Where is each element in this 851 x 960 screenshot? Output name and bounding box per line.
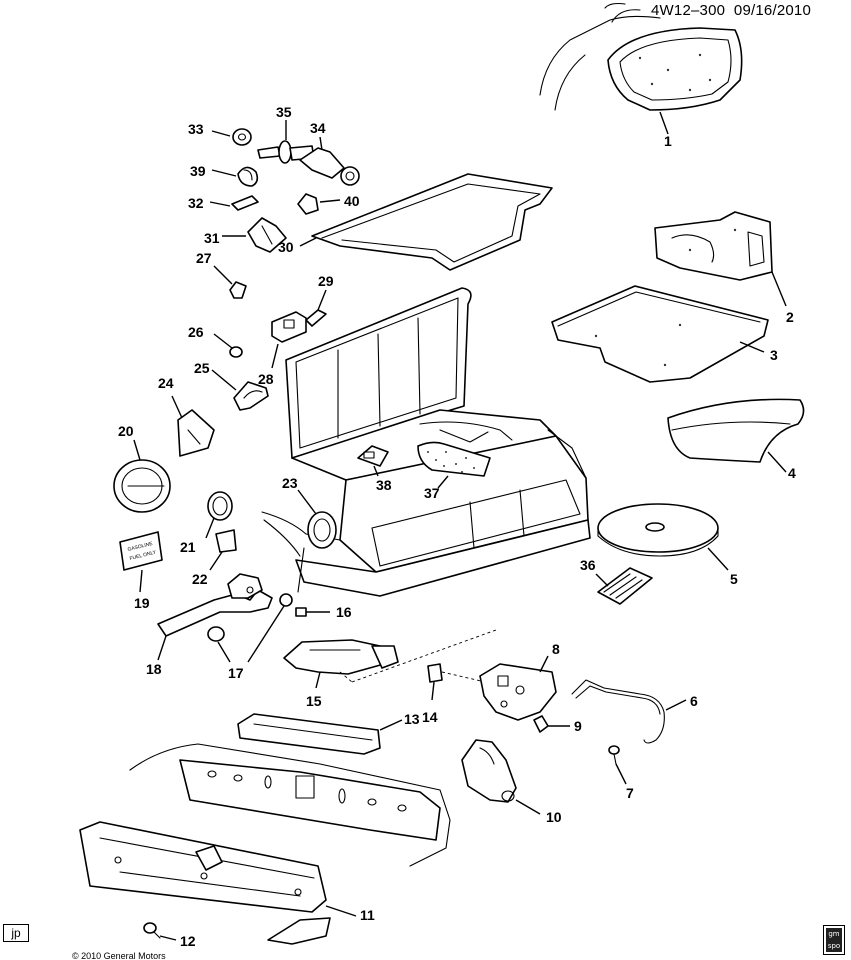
part-11-impact-bar bbox=[79, 821, 357, 945]
callout-11: 11 bbox=[360, 907, 375, 923]
gm-spo-logo-icon: gm spo bbox=[823, 925, 845, 955]
callout-22: 22 bbox=[192, 571, 208, 587]
part-1-trunk-trim bbox=[539, 2, 743, 135]
part-6-cable bbox=[571, 679, 687, 744]
callout-labels: 1 2 3 4 5 6 7 8 9 10 11 12 13 14 15 16 1… bbox=[118, 104, 796, 949]
callout-21: 21 bbox=[180, 539, 196, 555]
callout-38: 38 bbox=[376, 477, 392, 493]
callout-27: 27 bbox=[196, 250, 212, 266]
part-24-bracket bbox=[171, 395, 215, 457]
part-3-trunk-mat bbox=[551, 285, 769, 383]
callout-12: 12 bbox=[180, 933, 196, 949]
part-19-label: GASOLINE FUEL ONLY bbox=[119, 531, 163, 593]
callout-29: 29 bbox=[318, 273, 334, 289]
part-35-lock-cylinder bbox=[257, 120, 315, 164]
callout-32: 32 bbox=[188, 195, 204, 211]
part-34-lock-housing bbox=[299, 136, 360, 186]
diagram-date: 09/16/2010 bbox=[733, 2, 811, 19]
part-9-bolt bbox=[533, 715, 570, 733]
callout-14: 14 bbox=[422, 709, 438, 725]
diagram-code: 4W12–300 bbox=[651, 2, 726, 19]
callout-28: 28 bbox=[258, 371, 274, 387]
callout-40: 40 bbox=[344, 193, 360, 209]
part-29-bolt bbox=[305, 289, 327, 327]
part-39-clip bbox=[211, 166, 259, 187]
callout-7: 7 bbox=[626, 785, 634, 801]
callout-9: 9 bbox=[574, 718, 582, 734]
callout-10: 10 bbox=[546, 809, 562, 825]
callout-4: 4 bbox=[788, 465, 796, 481]
part-40-retainer bbox=[297, 193, 341, 215]
callout-35: 35 bbox=[276, 104, 292, 120]
callout-19: 19 bbox=[134, 595, 150, 611]
callout-1: 1 bbox=[664, 133, 672, 149]
part-7-bolt bbox=[608, 745, 627, 785]
part-17-nuts bbox=[207, 593, 293, 663]
callout-37: 37 bbox=[424, 485, 440, 501]
callout-13: 13 bbox=[404, 711, 420, 727]
callout-36: 36 bbox=[580, 557, 596, 573]
callout-23: 23 bbox=[282, 475, 298, 491]
callout-3: 3 bbox=[770, 347, 778, 363]
part-26-nut bbox=[213, 333, 243, 358]
part-18-hinge-arm bbox=[157, 573, 273, 661]
callout-5: 5 bbox=[730, 571, 738, 587]
rear-end-panel bbox=[129, 743, 451, 867]
part-31-bracket bbox=[222, 217, 287, 253]
part-30-weatherstrip bbox=[299, 173, 553, 271]
part-20-filler-housing bbox=[113, 439, 171, 513]
part-16-bolt bbox=[295, 607, 330, 617]
part-36-label bbox=[595, 567, 653, 605]
callout-34: 34 bbox=[310, 120, 326, 136]
part-33-grommet bbox=[211, 128, 252, 146]
car-rear-body bbox=[261, 287, 591, 597]
part-28-striker bbox=[271, 311, 307, 369]
part-14-bolt bbox=[427, 663, 495, 701]
part-27-stop bbox=[213, 265, 247, 299]
part-37-insulator bbox=[417, 441, 491, 489]
callout-26: 26 bbox=[188, 324, 204, 340]
part-13-reinforcement bbox=[237, 713, 403, 755]
part-4-spare-cover bbox=[667, 398, 805, 473]
callout-18: 18 bbox=[146, 661, 162, 677]
callout-24: 24 bbox=[158, 375, 174, 391]
part-21-seal bbox=[205, 491, 233, 539]
callout-25: 25 bbox=[194, 360, 210, 376]
callout-20: 20 bbox=[118, 423, 134, 439]
callout-39: 39 bbox=[190, 163, 206, 179]
part-25-hinge bbox=[211, 369, 269, 411]
part-12-bolt bbox=[143, 922, 177, 941]
callout-30: 30 bbox=[278, 239, 294, 255]
part-5-spare-board bbox=[597, 503, 729, 571]
callout-15: 15 bbox=[306, 693, 322, 709]
jp-box: jp bbox=[3, 924, 29, 942]
part-22-block bbox=[209, 529, 237, 571]
callout-6: 6 bbox=[690, 693, 698, 709]
callout-17a: 17 bbox=[228, 665, 244, 681]
diagram-header: 4W12–300 09/16/2010 bbox=[651, 2, 811, 19]
part-10-striker bbox=[461, 739, 541, 815]
part-23-fuel-door bbox=[297, 489, 337, 593]
callout-2: 2 bbox=[786, 309, 794, 325]
part-8-latch bbox=[479, 655, 557, 721]
callout-8: 8 bbox=[552, 641, 560, 657]
callout-16: 16 bbox=[336, 604, 352, 620]
callout-31: 31 bbox=[204, 230, 220, 246]
part-2-side-trim bbox=[654, 211, 787, 307]
copyright-text: © 2010 General Motors bbox=[72, 951, 166, 960]
part-32-plate bbox=[209, 195, 259, 211]
gm-spo-logo-text: gm spo bbox=[826, 928, 842, 952]
part-15-actuator bbox=[283, 629, 497, 689]
callout-33: 33 bbox=[188, 121, 204, 137]
part-38-lamp bbox=[357, 445, 389, 477]
